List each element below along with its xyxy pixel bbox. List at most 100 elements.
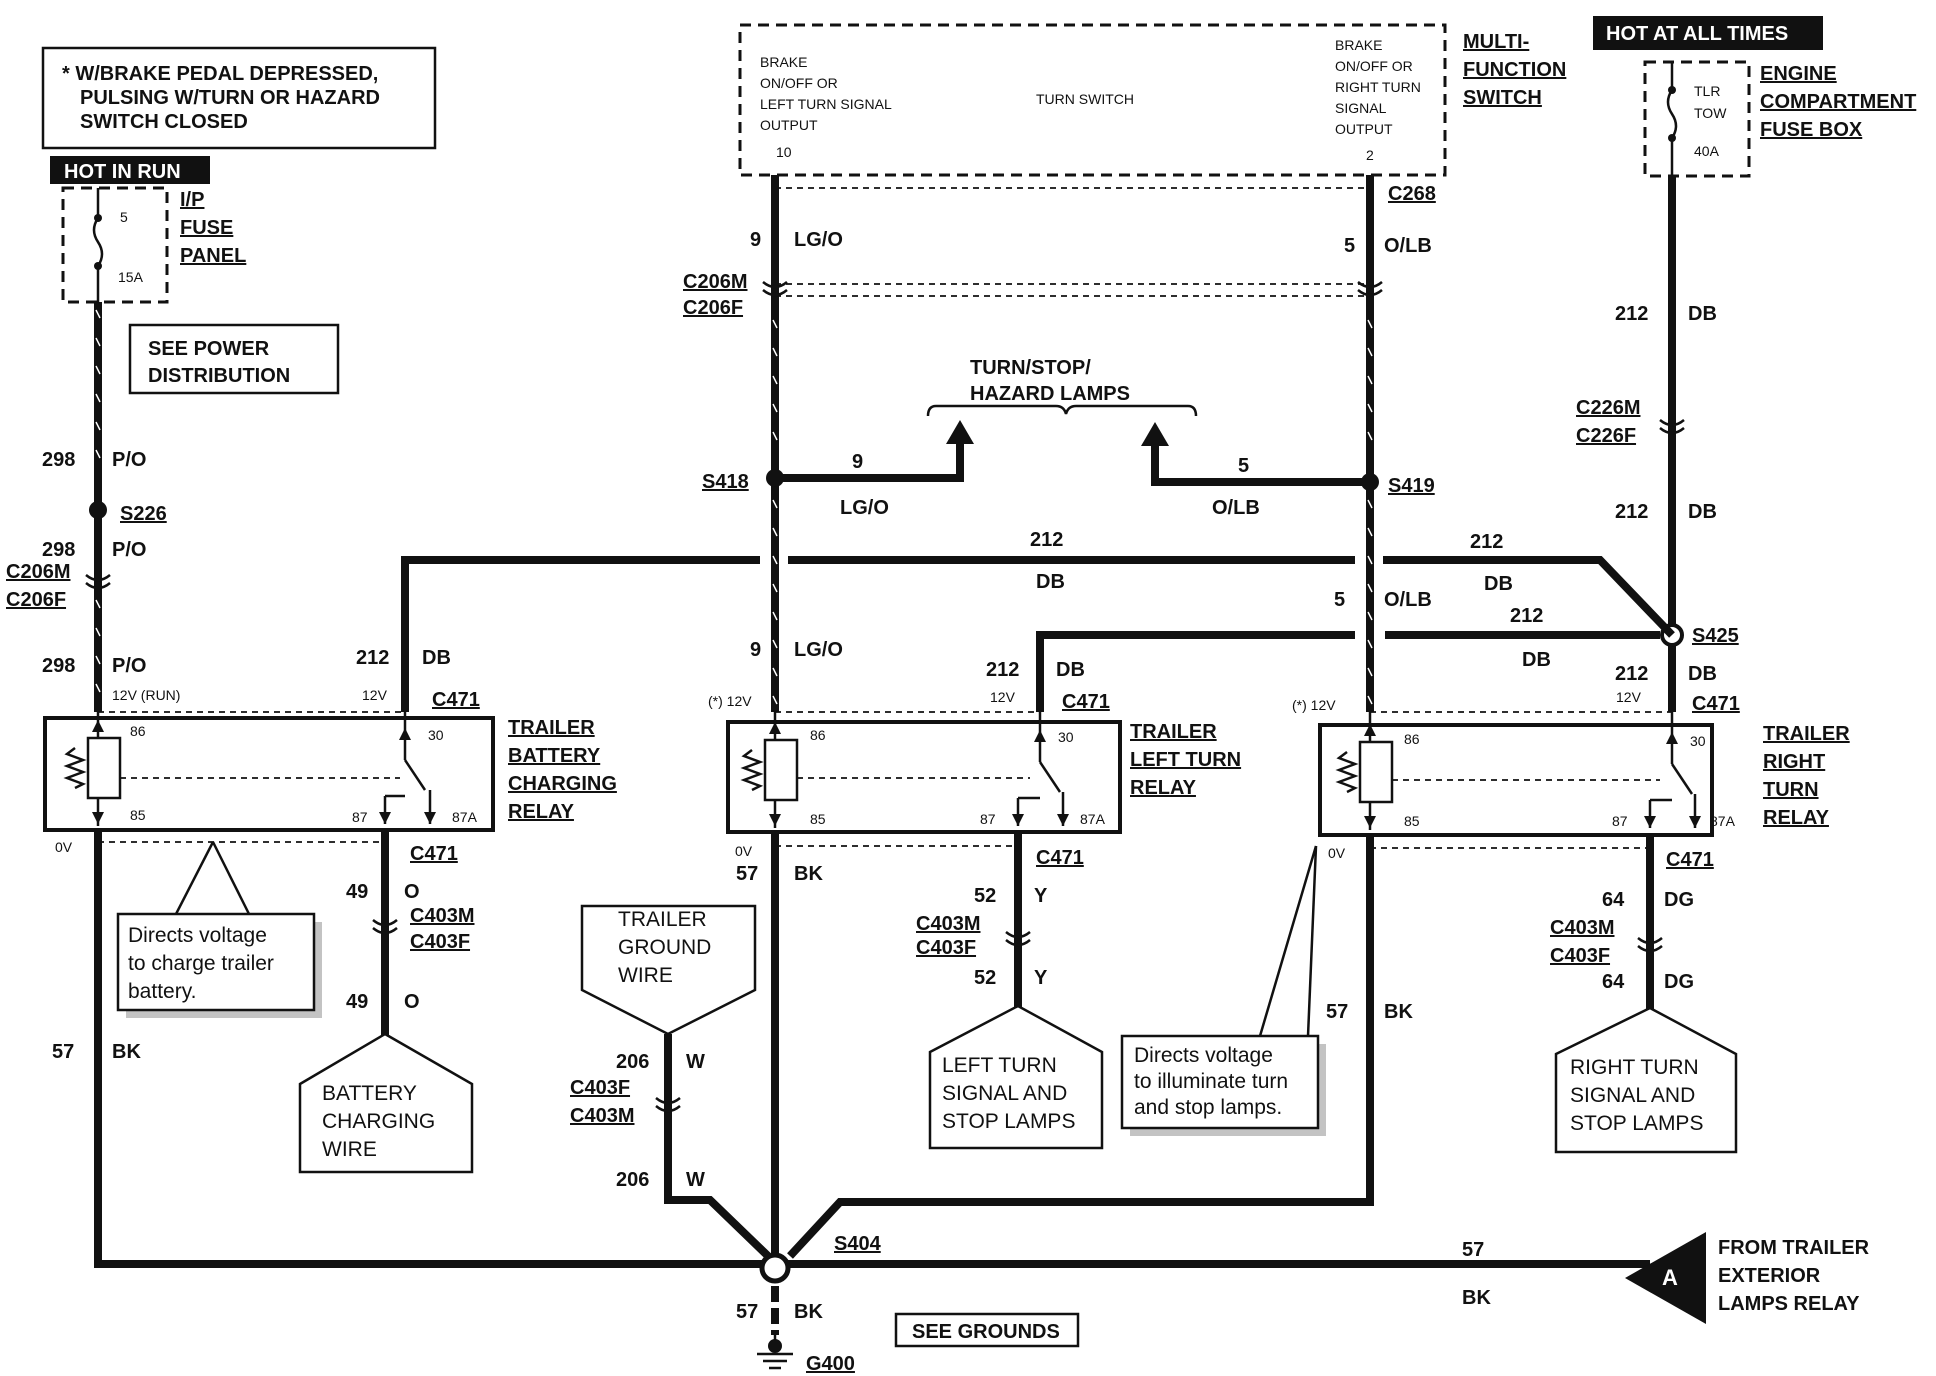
svg-text:STOP LAMPS: STOP LAMPS <box>942 1110 1075 1133</box>
svg-text:C471: C471 <box>1062 691 1110 713</box>
svg-text:LG/O: LG/O <box>794 639 843 661</box>
see-grounds-box: SEE GROUNDS <box>894 1312 1080 1348</box>
svg-text:85: 85 <box>130 807 146 823</box>
svg-text:(*) 12V: (*) 12V <box>708 693 752 709</box>
circuit-298-wire: 298 P/O S226 298 P/O C206M C206F 298 P/O <box>6 302 167 712</box>
connector-c206m: C206M <box>683 271 747 293</box>
svg-text:W: W <box>686 1169 705 1191</box>
svg-text:5: 5 <box>1334 589 1345 611</box>
svg-text:ON/OFF OR: ON/OFF OR <box>1335 58 1413 74</box>
svg-text:C471: C471 <box>410 843 458 865</box>
svg-text:BATTERY: BATTERY <box>322 1082 417 1105</box>
svg-text:BK: BK <box>794 863 823 885</box>
svg-text:TURN/STOP/: TURN/STOP/ <box>970 357 1091 379</box>
hot-in-run-banner: HOT IN RUN <box>50 156 210 184</box>
svg-text:DB: DB <box>1688 303 1717 325</box>
svg-text:RIGHT TURN: RIGHT TURN <box>1335 79 1421 95</box>
svg-text:HAZARD LAMPS: HAZARD LAMPS <box>970 383 1130 405</box>
svg-text:49: 49 <box>346 991 368 1013</box>
svg-text:C471: C471 <box>1036 847 1084 869</box>
svg-text:S419: S419 <box>1388 475 1435 497</box>
hot-at-all-times-banner: HOT AT ALL TIMES <box>1593 16 1823 50</box>
ip-fuse-label-3: PANEL <box>180 245 246 267</box>
svg-text:BK: BK <box>1462 1287 1491 1309</box>
svg-text:Directs voltage: Directs voltage <box>128 924 267 947</box>
engine-compartment-fuse: TLR TOW 40A ENGINE COMPARTMENT FUSE BOX <box>1643 60 1916 178</box>
wire-hash-mark <box>1367 347 1373 357</box>
relay-switch-icon <box>1670 763 1694 795</box>
wire-hash-mark <box>772 555 778 565</box>
svg-text:C403M: C403M <box>570 1105 634 1127</box>
svg-text:OUTPUT: OUTPUT <box>760 117 818 133</box>
svg-text:TRAILER: TRAILER <box>508 717 595 739</box>
svg-text:87A: 87A <box>1710 813 1736 829</box>
wire-hash-mark <box>772 431 778 441</box>
ip-fuse-label-2: FUSE <box>180 217 233 239</box>
note-box: * W/BRAKE PEDAL DEPRESSED, PULSING W/TUR… <box>41 46 437 150</box>
wire-hash-mark <box>772 639 778 649</box>
svg-text:C403F: C403F <box>570 1077 630 1099</box>
svg-text:212: 212 <box>1470 531 1503 553</box>
see-power-distribution: SEE POWER DISTRIBUTION <box>128 323 340 395</box>
callout-illuminate-lamps: Directs voltage to illuminate turn and s… <box>1120 845 1326 1136</box>
wire-hash-mark <box>1367 667 1373 677</box>
wire-hash-mark <box>772 611 778 621</box>
svg-text:RIGHT TURN: RIGHT TURN <box>1570 1056 1699 1079</box>
svg-text:C403F: C403F <box>1550 945 1610 967</box>
svg-text:C206M: C206M <box>6 561 70 583</box>
wire-hash-mark <box>95 599 101 609</box>
trailer-left-turn-relay: 86 85 30 87 87A TRAILER LEFT TURN RELAY <box>726 712 1241 834</box>
wire-hash-mark <box>95 365 101 375</box>
wire-hash-mark <box>95 309 101 319</box>
svg-text:DB: DB <box>1688 663 1717 685</box>
svg-text:85: 85 <box>1404 813 1420 829</box>
coil-icon <box>1335 751 1359 794</box>
svg-text:87: 87 <box>1612 813 1628 829</box>
connector-c206f: C206F <box>683 297 743 319</box>
connector-c268: C268 <box>1388 183 1436 205</box>
svg-text:5: 5 <box>1344 235 1355 257</box>
svg-text:10: 10 <box>776 144 792 160</box>
svg-text:TURN SWITCH: TURN SWITCH <box>1036 91 1134 107</box>
svg-text:OUTPUT: OUTPUT <box>1335 121 1393 137</box>
svg-text:2: 2 <box>1366 147 1374 163</box>
svg-text:87: 87 <box>980 811 996 827</box>
svg-text:P/O: P/O <box>112 655 146 677</box>
svg-text:212: 212 <box>356 647 389 669</box>
svg-text:64: 64 <box>1602 889 1625 911</box>
svg-text:W: W <box>686 1051 705 1073</box>
svg-text:0V: 0V <box>55 839 73 855</box>
svg-text:298: 298 <box>42 449 75 471</box>
svg-text:0V: 0V <box>735 843 753 859</box>
turn-stop-hazard-lamps: TURN/STOP/ HAZARD LAMPS 9 LG/O 5 O/LB <box>775 357 1370 519</box>
svg-text:C403M: C403M <box>1550 917 1614 939</box>
ip-fuse: 5 15A I/P FUSE PANEL <box>61 186 246 304</box>
svg-text:12V: 12V <box>362 687 388 703</box>
wire-hash-mark <box>772 403 778 413</box>
from-trailer-exterior-lamps-relay: A FROM TRAILER EXTERIOR LAMPS RELAY <box>1625 1232 1870 1324</box>
wire-hash-mark <box>772 347 778 357</box>
svg-text:DB: DB <box>1522 649 1551 671</box>
wire-hash-mark <box>95 421 101 431</box>
circuit-212-lower-bus: 212 DB 212 DB <box>986 605 1660 712</box>
svg-text:WIRE: WIRE <box>618 964 673 987</box>
svg-text:9: 9 <box>750 639 761 661</box>
wire-hash-mark <box>1367 639 1373 649</box>
fuse-icon <box>1666 89 1678 139</box>
svg-text:SIGNAL: SIGNAL <box>1335 100 1387 116</box>
trailer-ground-wire-dest <box>580 904 757 1036</box>
svg-text:64: 64 <box>1602 971 1625 993</box>
svg-text:TLR: TLR <box>1694 83 1720 99</box>
relay-switch-icon <box>403 759 427 791</box>
svg-text:O/LB: O/LB <box>1384 589 1432 611</box>
circuit-49-wire: 49 O C403M C403F 49 O BATTERY CHARGING W… <box>298 830 474 1174</box>
svg-text:SIGNAL AND: SIGNAL AND <box>942 1082 1067 1105</box>
right-turn-lamps-dest <box>1554 1006 1738 1154</box>
circuit-212-feed: 212 DB C226M C226F 212 DB S425 212 DB <box>1576 176 1739 712</box>
svg-text:FUSE BOX: FUSE BOX <box>1760 119 1863 141</box>
svg-text:P/O: P/O <box>112 449 146 471</box>
svg-text:DB: DB <box>422 647 451 669</box>
svg-text:52: 52 <box>974 967 996 989</box>
svg-text:212: 212 <box>986 659 1019 681</box>
wire-hash-mark <box>95 449 101 459</box>
